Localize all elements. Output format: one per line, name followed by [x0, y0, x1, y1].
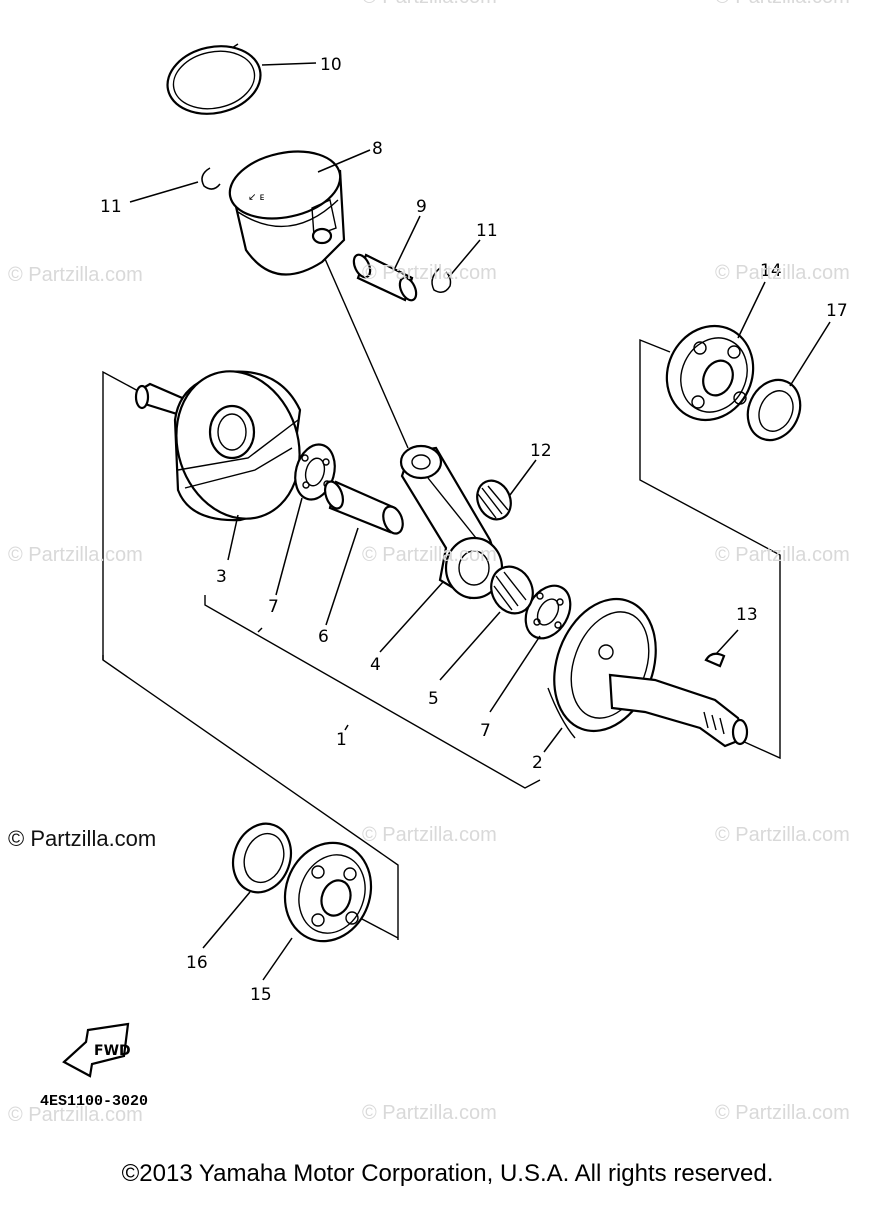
callout-15: 15	[250, 985, 272, 1005]
piston: ↙ ᴇ	[228, 150, 346, 276]
watermark: © Partzilla.com	[715, 1102, 850, 1124]
copyright-notice: ©2013 Yamaha Motor Corporation, U.S.A. A…	[121, 1160, 774, 1187]
big-end-bearing	[490, 565, 534, 615]
watermark: © Partzilla.com	[362, 0, 497, 9]
callout-2: 2	[532, 753, 543, 773]
callout-4: 4	[370, 655, 381, 675]
bearing-bottom	[283, 841, 373, 943]
crank-pin	[323, 480, 404, 535]
svg-text:↙ ᴇ: ↙ ᴇ	[248, 192, 265, 203]
bearing-top	[665, 324, 755, 422]
callout-10: 10	[320, 55, 342, 75]
callout-11-right: 11	[476, 221, 498, 241]
callout-5: 5	[428, 689, 439, 709]
assembly-bracket-lines	[102, 251, 781, 940]
watermark: © Partzilla.com	[362, 262, 497, 284]
callout-6: 6	[318, 627, 329, 647]
watermark: © Partzilla.com	[362, 1102, 497, 1124]
callout-1: 1	[336, 730, 347, 750]
crank-right	[547, 597, 749, 748]
callout-11-left: 11	[100, 197, 122, 217]
piston-pin-clip-right	[431, 267, 452, 293]
oil-seal-bottom	[231, 822, 293, 894]
crank-left	[134, 370, 302, 522]
callout-13: 13	[736, 605, 758, 625]
leader-lines	[129, 62, 831, 981]
watermark: © Partzilla.com	[715, 262, 850, 284]
piston-ring	[166, 43, 262, 115]
watermark: © Partzilla.com	[8, 264, 143, 286]
watermark: © Partzilla.com	[715, 544, 850, 566]
callout-3: 3	[216, 567, 227, 587]
small-end-bearing	[476, 479, 512, 521]
callout-9: 9	[416, 197, 427, 217]
watermark: © Partzilla.com	[715, 0, 850, 9]
diagram-code: 4ES1100-3020	[40, 1093, 149, 1110]
fwd-arrow-icon: FWD	[62, 1022, 131, 1078]
woodruff-key	[704, 652, 726, 668]
callout-16: 16	[186, 953, 208, 973]
callout-12: 12	[530, 441, 552, 461]
callout-numbers: 10 8 11 9 11 14 17 12 3 7 6 4 1 5 7 2 13…	[100, 55, 848, 1005]
callout-14: 14	[760, 261, 782, 281]
watermark: © Partzilla.com	[8, 544, 143, 566]
watermark: © Partzilla.com	[362, 824, 497, 846]
callout-8: 8	[372, 139, 383, 159]
oil-seal-top	[746, 378, 802, 442]
callout-17: 17	[826, 301, 848, 321]
connecting-rod	[399, 444, 504, 600]
watermark: © Partzilla.com	[8, 1104, 143, 1126]
fwd-label: FWD	[94, 1043, 131, 1059]
callout-7-left: 7	[268, 597, 279, 617]
watermark: © Partzilla.com	[715, 824, 850, 846]
watermark: © Partzilla.com	[362, 544, 497, 566]
callout-7-right: 7	[480, 721, 491, 741]
watermark-featured: © Partzilla.com	[8, 826, 157, 851]
piston-pin-clip-left	[201, 167, 221, 190]
piston-pin	[352, 253, 418, 302]
